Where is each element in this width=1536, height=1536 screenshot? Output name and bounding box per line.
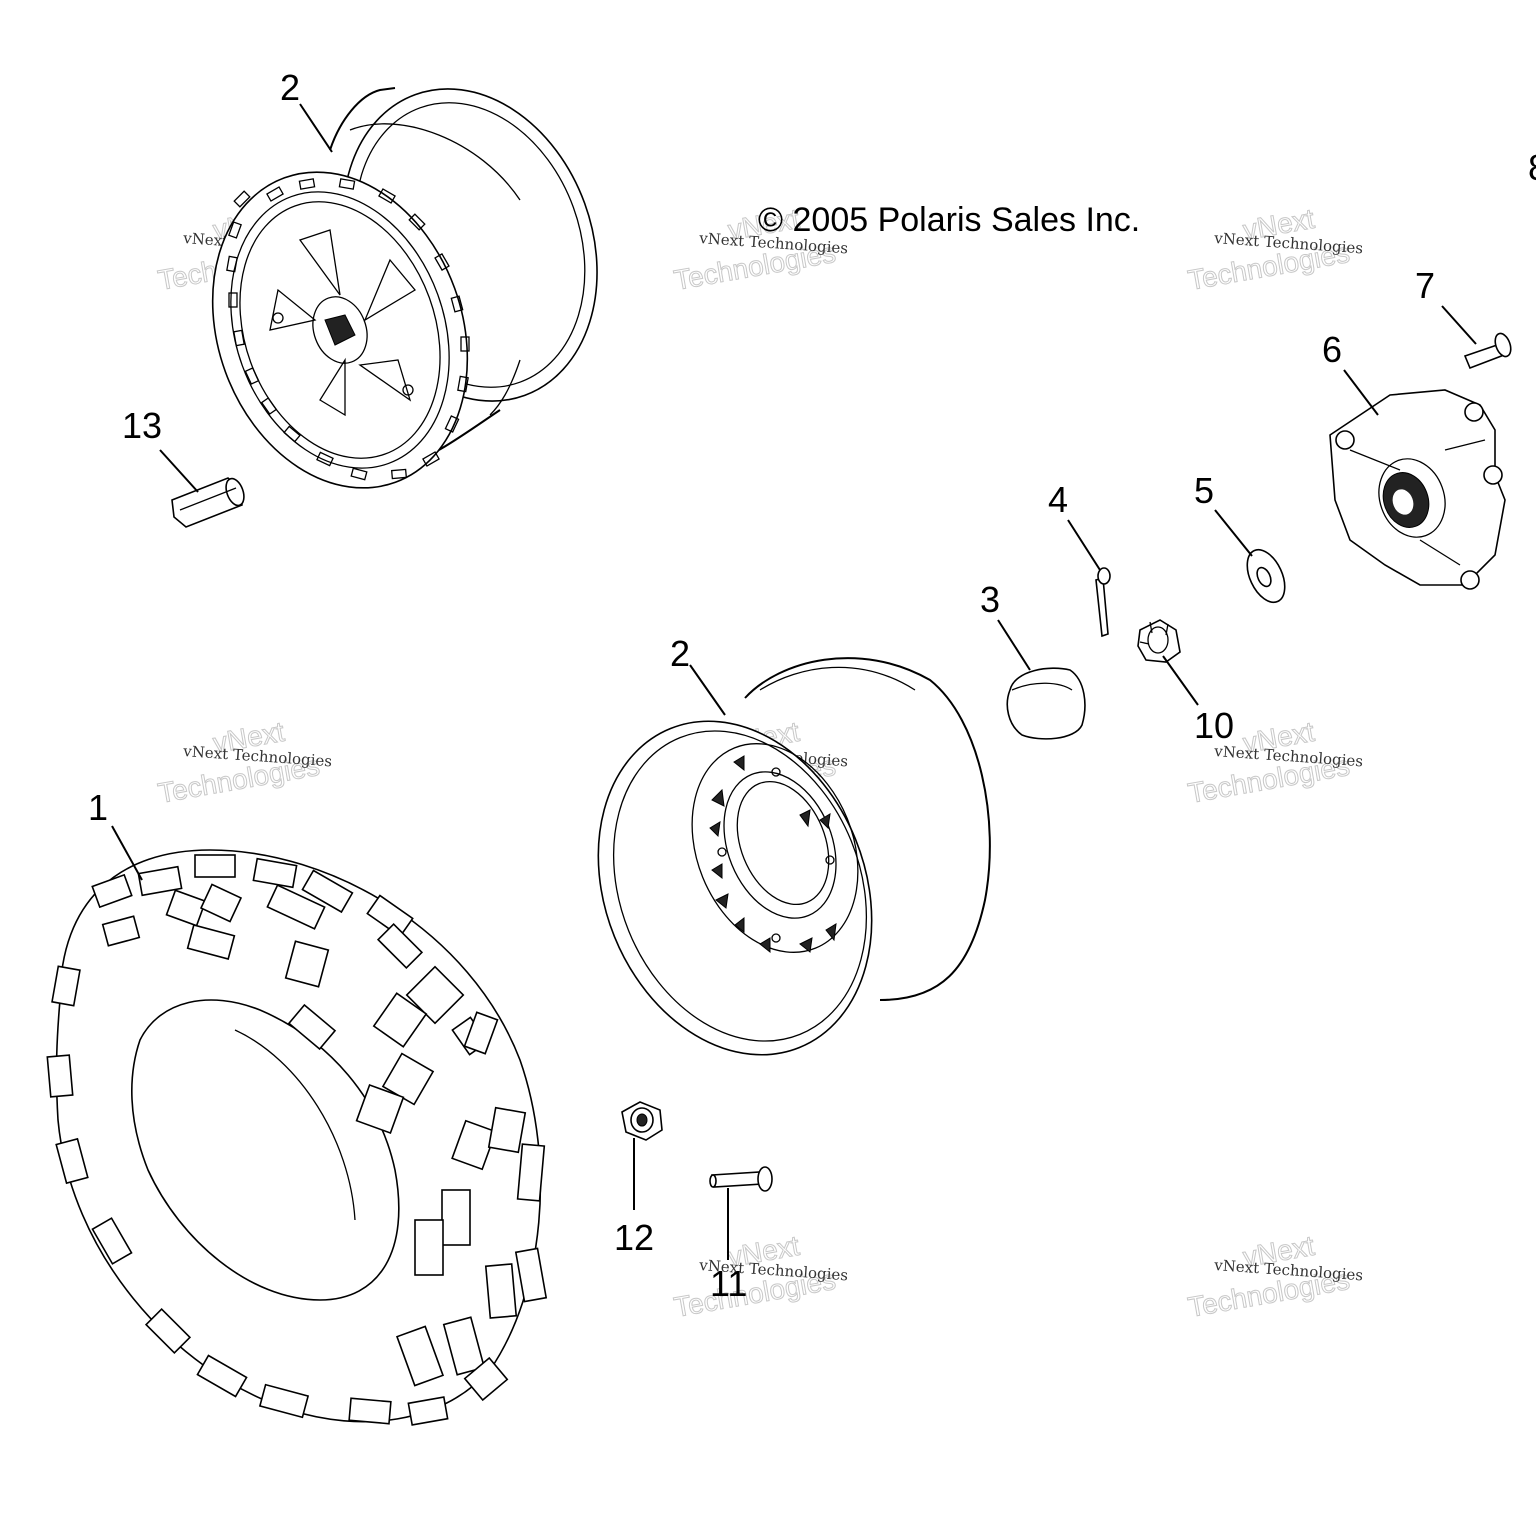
copyright-notice: © 2005 Polaris Sales Inc. bbox=[758, 201, 1140, 239]
callout-stud: 7 bbox=[1415, 265, 1435, 306]
beadlock-slots bbox=[226, 178, 470, 481]
callout-valve: 13 bbox=[122, 405, 162, 446]
hub-cap bbox=[1006, 667, 1086, 740]
castle-nut bbox=[1137, 619, 1181, 663]
leader-castle-nut bbox=[1162, 655, 1199, 706]
callout-washer: 5 bbox=[1194, 470, 1214, 511]
leader-washer bbox=[1214, 509, 1253, 557]
leader-cotter-pin bbox=[1067, 519, 1101, 571]
rim-windows bbox=[709, 755, 837, 954]
callout-bolt: 11 bbox=[710, 1263, 747, 1304]
callout-tire: 1 bbox=[88, 787, 108, 828]
tread-blocks bbox=[46, 854, 548, 1426]
cotter-pin bbox=[1095, 567, 1111, 638]
callout-wheel-middle: 2 bbox=[670, 633, 690, 674]
leader-hub-cap bbox=[997, 619, 1031, 671]
wheel-rim-top bbox=[211, 87, 598, 489]
tire bbox=[46, 849, 548, 1426]
valve-stem bbox=[171, 477, 245, 528]
callout-wheel-top: 2 bbox=[280, 67, 300, 108]
callout-cotter-pin: 4 bbox=[1048, 479, 1068, 520]
wheel-bolt bbox=[709, 1166, 773, 1192]
wheel-hub bbox=[1329, 389, 1506, 590]
watermark-bottom-center: Technologies vNext vNext Technologies bbox=[671, 1229, 848, 1323]
watermark-mid-left: Technologies vNext vNext Technologies bbox=[155, 715, 332, 809]
callout-hub-cap: 3 bbox=[980, 579, 1000, 620]
watermark-top-center: Technologies vNext vNext Technologies bbox=[671, 202, 848, 296]
leader-hub bbox=[1343, 369, 1379, 416]
wheel-rim-middle bbox=[597, 657, 991, 1056]
leader-wheel-middle bbox=[689, 664, 726, 716]
callout-edge-partial: 8 bbox=[1528, 147, 1536, 188]
callout-castle-nut: 10 bbox=[1194, 705, 1234, 746]
callout-hub: 6 bbox=[1322, 329, 1342, 370]
leader-wheel-top bbox=[299, 103, 333, 153]
leader-stud bbox=[1441, 305, 1477, 345]
watermark-bottom-right: Technologies vNext vNext Technologies bbox=[1185, 1229, 1363, 1323]
callout-lug-nut: 12 bbox=[614, 1217, 654, 1258]
leader-tire bbox=[111, 825, 143, 881]
wheel-stud bbox=[1463, 332, 1512, 370]
leader-valve bbox=[159, 449, 199, 493]
lug-nut bbox=[621, 1101, 663, 1141]
flat-washer bbox=[1246, 548, 1286, 604]
watermark-top-right: Technologies vNext vNext Technologies bbox=[1185, 202, 1363, 296]
